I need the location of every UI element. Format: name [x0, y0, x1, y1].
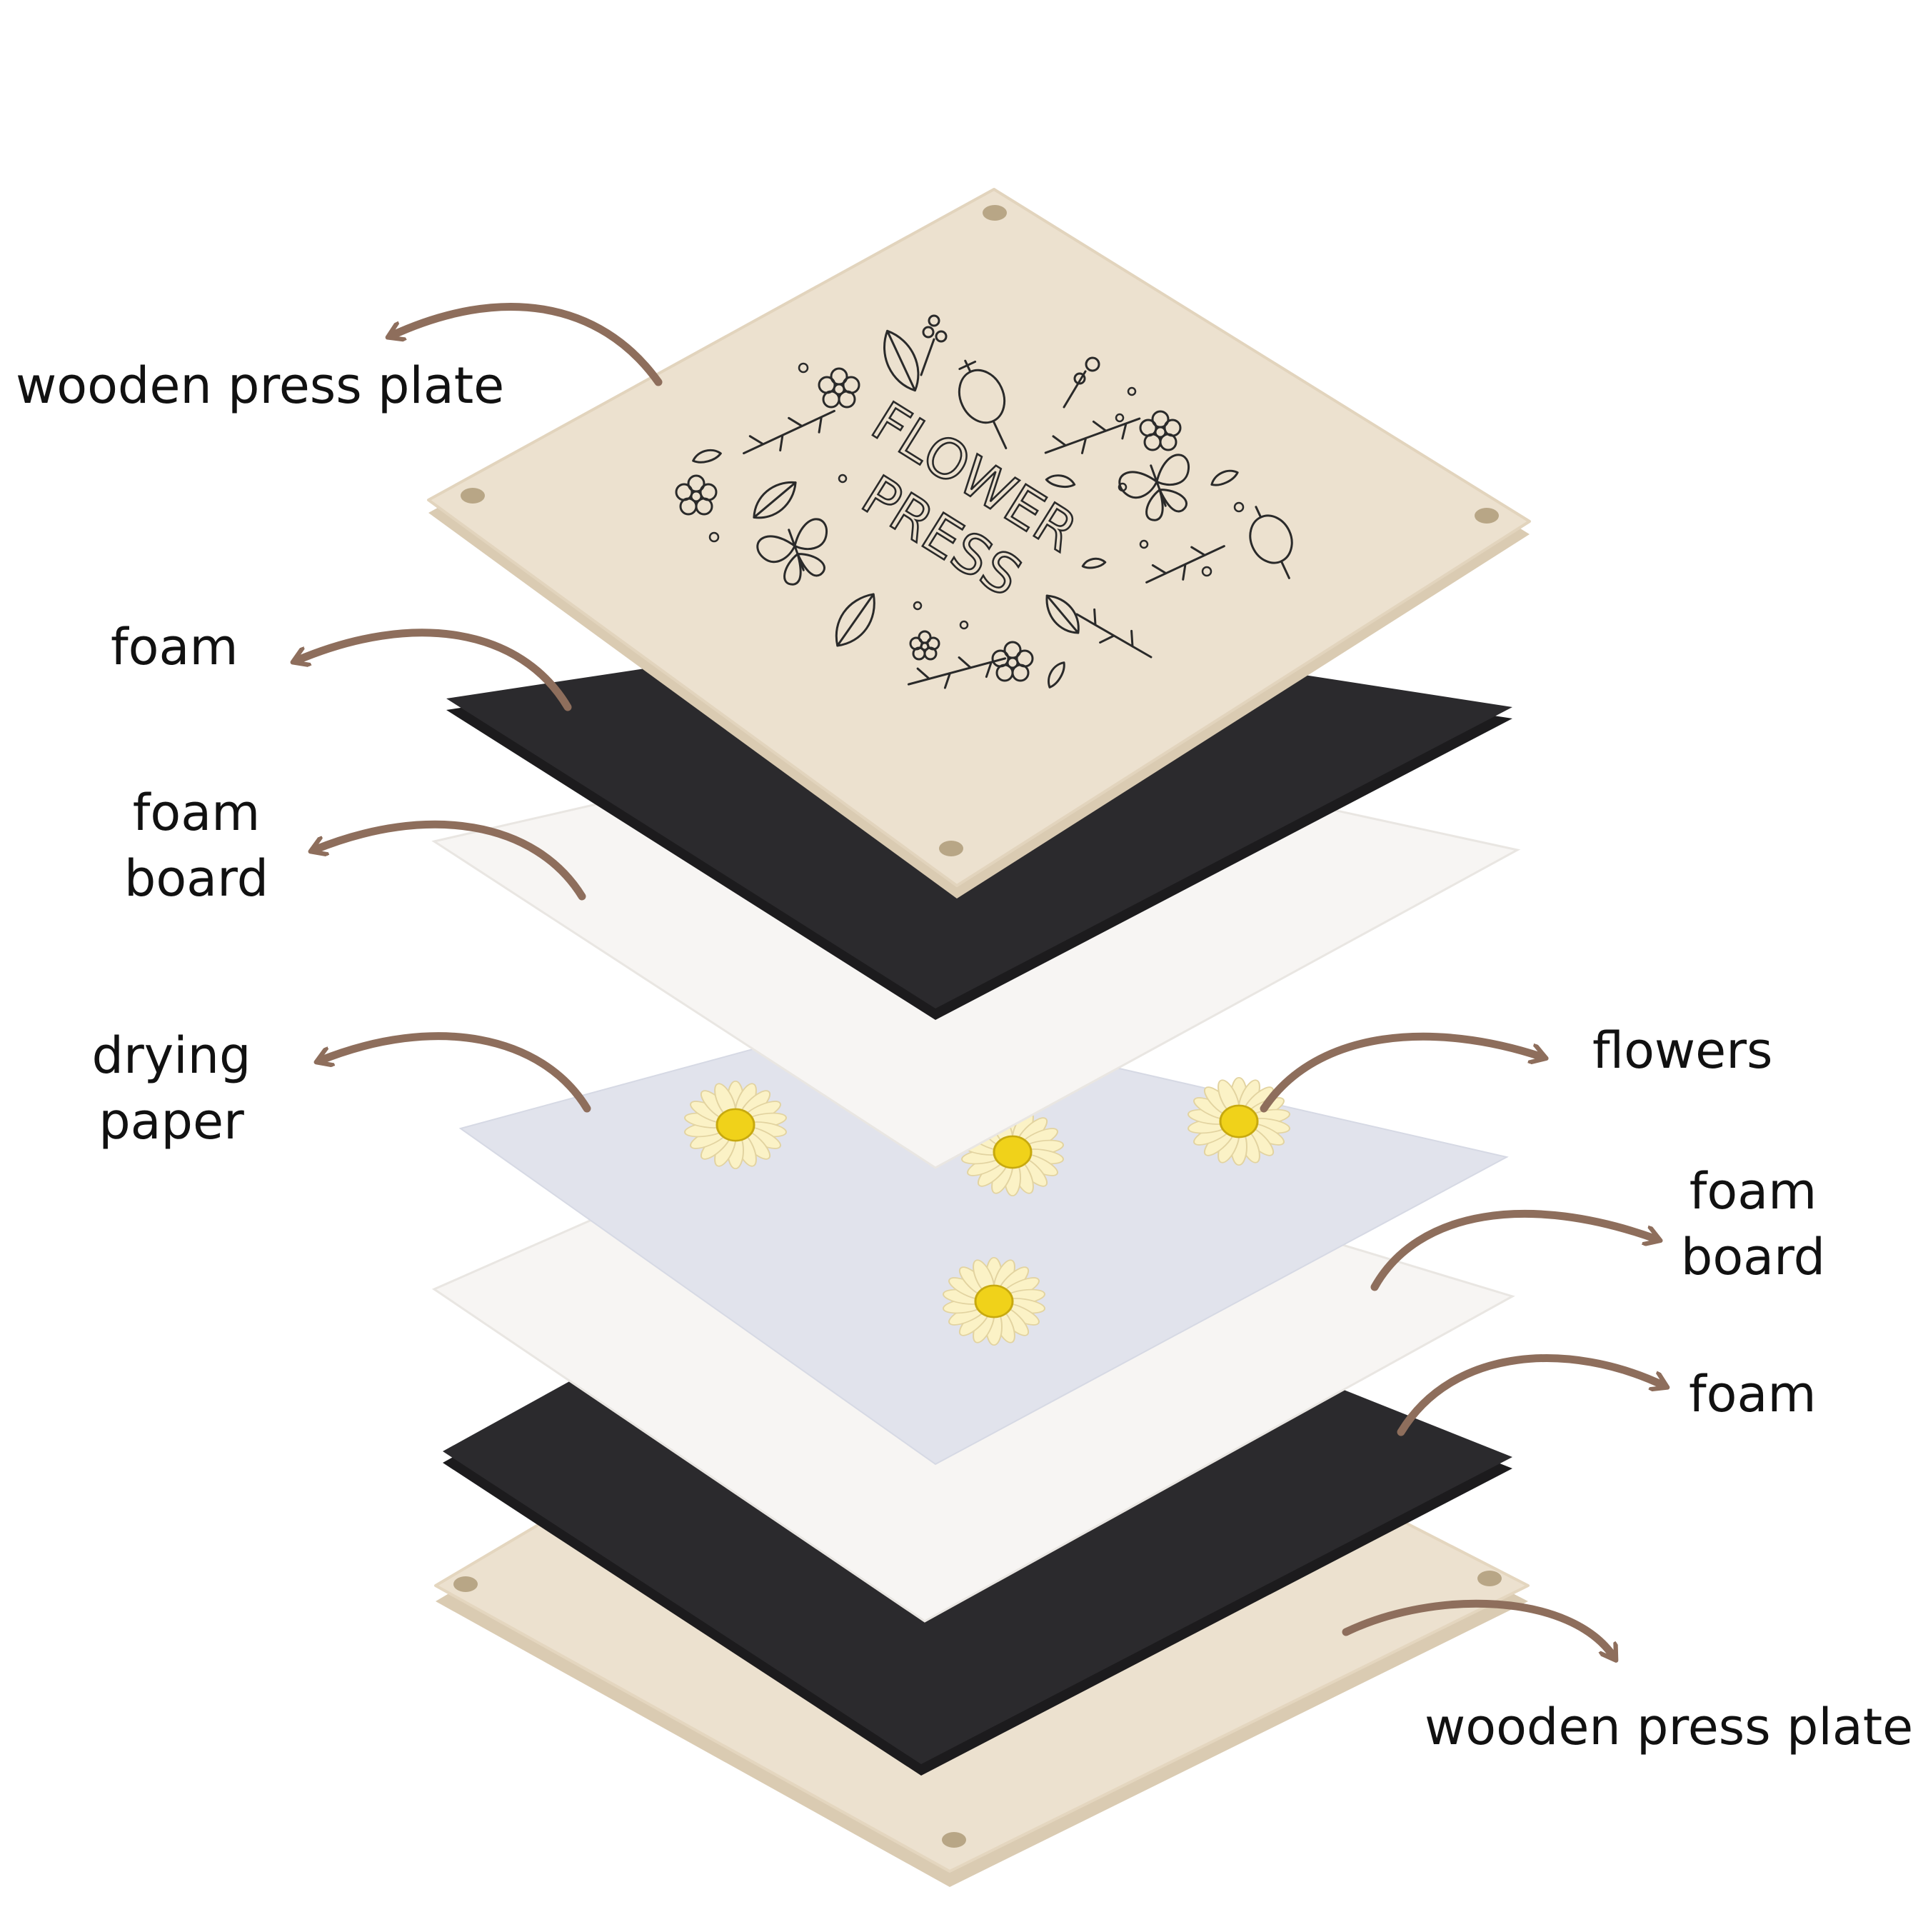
label-top-foam: foam: [111, 618, 239, 676]
screw-hole: [461, 488, 485, 504]
label-top-foam-board: foam board: [124, 784, 269, 908]
leaf-icon: [1045, 594, 1080, 634]
arrow-top-wooden-plate: [391, 303, 663, 386]
butterfly-icon: [756, 518, 828, 586]
leaf-icon: [835, 593, 875, 647]
bulb-icon: [958, 359, 1008, 450]
small-flower-icon: [818, 367, 860, 409]
petal-icon: [1081, 557, 1107, 569]
screw-hole: [1475, 508, 1499, 524]
petal-icon: [1210, 469, 1239, 486]
branch-icon: [1044, 417, 1141, 454]
leaf-icon: [883, 329, 920, 392]
top-plate-surface: [427, 188, 1531, 887]
small-flower-icon: [1139, 410, 1182, 451]
petal-icon: [692, 449, 722, 464]
berry-icon: [920, 314, 948, 376]
flowers-group: [684, 1076, 1290, 1346]
dots: [708, 362, 1245, 630]
botanical-illustration: [675, 314, 1293, 689]
petal-icon: [1045, 474, 1076, 489]
label-drying-paper: drying paper: [91, 1026, 251, 1151]
daisy-flower: [943, 1256, 1045, 1346]
small-flower-icon: [909, 630, 940, 661]
arrow-bottom-wooden-plate: [1342, 1599, 1614, 1657]
flower-center: [716, 1108, 755, 1142]
arrow-bottom-foam-board: [1370, 1209, 1657, 1291]
label-bottom-wooden-press-plate: wooden press plate: [1425, 1698, 1914, 1756]
arrow-top-foam: [296, 629, 572, 711]
screw-hole: [983, 205, 1007, 221]
arrow-drying-paper: [320, 1032, 591, 1113]
small-flower-icon: [675, 474, 718, 516]
branch-icon: [743, 409, 835, 455]
arrow-flowers: [1260, 1032, 1542, 1113]
leaf-icon: [753, 481, 797, 519]
flower-center: [1219, 1104, 1259, 1138]
bulb-icon: [1249, 506, 1293, 579]
flower-center: [993, 1135, 1033, 1169]
small-flower-icon: [991, 641, 1034, 682]
screw-hole: [1477, 1571, 1502, 1586]
screw-hole: [453, 1576, 478, 1592]
berry-icon: [1063, 356, 1100, 409]
petal-icon: [1048, 661, 1065, 689]
daisy-flower: [1188, 1076, 1290, 1166]
arrow-top-foam-board: [314, 820, 586, 901]
label-bottom-foam-board: foam board: [1680, 1162, 1826, 1286]
screw-hole: [942, 1832, 966, 1848]
branch-icon: [1145, 545, 1225, 584]
flower-center: [974, 1284, 1014, 1318]
screw-hole: [939, 841, 963, 856]
daisy-flower: [684, 1080, 787, 1170]
branch-icon: [907, 656, 1007, 689]
label-top-wooden-press-plate: wooden press plate: [16, 356, 505, 415]
arrow-bottom-foam: [1397, 1354, 1664, 1436]
label-flowers: flowers: [1592, 1021, 1773, 1080]
top-wooden-press-plate: FLOWER PRESS: [427, 188, 1531, 899]
butterfly-icon: [1118, 454, 1190, 521]
label-bottom-foam: foam: [1689, 1365, 1817, 1423]
branch-icon: [1075, 608, 1153, 659]
